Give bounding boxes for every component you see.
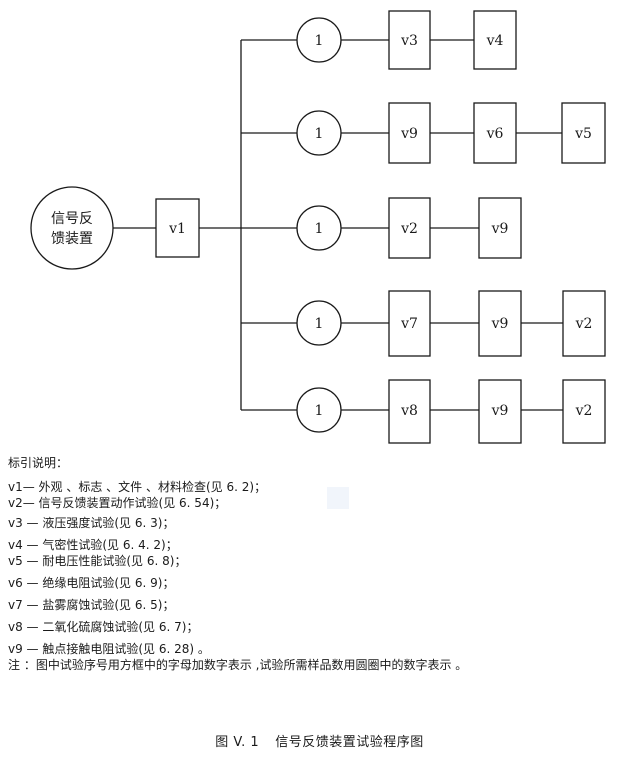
sample-count: 1	[315, 221, 324, 237]
test-label: v4	[486, 33, 504, 49]
test-box: v9	[478, 379, 522, 444]
sample-circle: 1	[296, 110, 342, 156]
legend-item: v3 — 液压强度试验(见 6. 3)；	[8, 516, 175, 530]
start-label-line2: 馈装置	[51, 231, 93, 247]
test-box: v2	[388, 197, 431, 259]
sample-count: 1	[315, 126, 324, 142]
test-label: v3	[400, 33, 418, 49]
legend-item: v8 — 二氧化硫腐蚀试验(见 6. 7)；	[8, 620, 199, 634]
sample-circle: 1	[296, 17, 342, 63]
legend-item: v5 — 耐电压性能试验(见 6. 8)；	[8, 554, 187, 568]
test-box: v4	[473, 10, 517, 70]
legend-item: v4 — 气密性试验(见 6. 4. 2)；	[8, 538, 178, 552]
test-label: v9	[491, 403, 509, 419]
start-label-line1: 信号反	[51, 211, 93, 227]
hub-node: v1	[155, 198, 200, 258]
test-procedure-diagram: 信号反 馈装置 v1 1 1 1 1 1 v3 v4 v9	[30, 10, 606, 444]
sample-circle: 1	[296, 300, 342, 346]
legend-item: v9 — 触点接触电阻试验(见 6. 28) 。	[8, 642, 210, 656]
legend-item: v6 — 绝缘电阻试验(见 6. 9)；	[8, 576, 175, 590]
sample-circle: 1	[296, 387, 342, 433]
sample-count: 1	[315, 403, 324, 419]
legend-item: v1— 外观 、标志 、文件 、材料检查(见 6. 2)；	[8, 480, 267, 494]
test-label: v7	[400, 316, 418, 332]
test-box: v2	[562, 379, 606, 444]
figure-number: 图 V. 1	[215, 735, 260, 750]
sample-circle: 1	[296, 205, 342, 251]
faint-mark	[327, 487, 349, 509]
test-label: v2	[575, 403, 593, 419]
legend-title: 标引说明：	[8, 456, 69, 470]
test-label: v2	[575, 316, 593, 332]
figure-caption: 图 V. 1 信号反馈装置试验程序图	[0, 731, 639, 750]
legend-note: 注 ：图中试验序号用方框中的字母加数字表示 ,试验所需样品数用圆圈中的数字表示 …	[8, 658, 468, 672]
test-label: v2	[400, 221, 418, 237]
legend: 标引说明： v1— 外观 、标志 、文件 、材料检查(见 6. 2)； v2— …	[8, 455, 467, 673]
hub-label: v1	[168, 221, 186, 237]
test-box: v2	[562, 290, 606, 357]
test-box: v6	[473, 102, 517, 164]
test-label: v9	[491, 221, 509, 237]
test-box: v8	[388, 379, 431, 444]
test-label: v9	[400, 126, 418, 142]
test-box: v3	[388, 10, 431, 70]
start-node: 信号反 馈装置	[30, 186, 114, 270]
test-box: v9	[478, 290, 522, 357]
test-box: v7	[388, 290, 431, 357]
test-label: v8	[400, 403, 418, 419]
test-box: v9	[478, 197, 522, 259]
test-box: v5	[561, 102, 606, 164]
sample-count: 1	[315, 316, 324, 332]
legend-item: v7 — 盐雾腐蚀试验(见 6. 5)；	[8, 598, 175, 612]
test-box: v9	[388, 102, 431, 164]
test-label: v9	[491, 316, 509, 332]
figure-title: 信号反馈装置试验程序图	[275, 735, 424, 750]
test-label: v6	[486, 126, 504, 142]
sample-count: 1	[315, 33, 324, 49]
legend-item: v2— 信号反馈装置动作试验(见 6. 54)；	[8, 496, 227, 510]
test-label: v5	[574, 126, 592, 142]
